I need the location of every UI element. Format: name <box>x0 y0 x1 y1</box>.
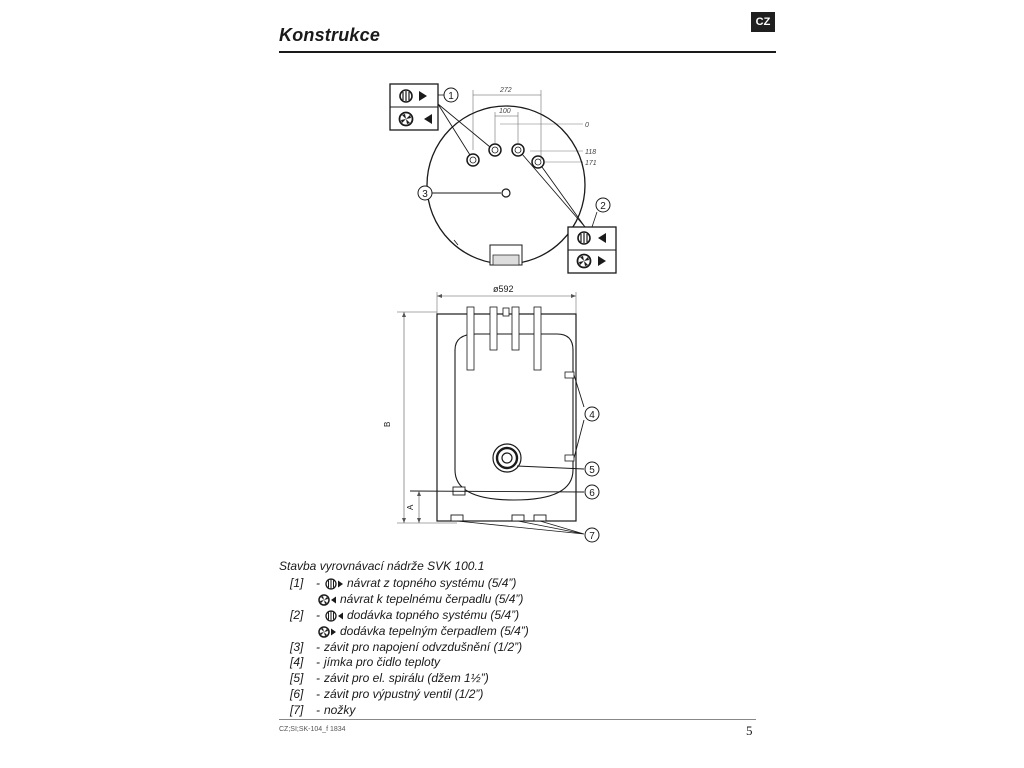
dim-100: 100 <box>499 108 511 115</box>
legend-ref: [6] <box>290 687 304 702</box>
dim-118: 118 <box>585 149 596 156</box>
symbol-box-2 <box>567 226 617 274</box>
legend-row-1: [1] - návrat z topného systému (5/4”) <box>279 576 529 592</box>
side-view: ø592 4 5 6 <box>383 284 600 543</box>
construction-drawing: 272 100 0 118 171 <box>383 83 617 543</box>
legend-text: jímka pro čidlo teploty <box>324 655 441 670</box>
legend-text: závit pro výpustný ventil (1/2”) <box>324 687 484 702</box>
legend-text: dodávka topného systému (5/4”) <box>347 607 520 622</box>
pump-right-icon <box>317 625 337 638</box>
coil-supply-left-icon <box>324 610 344 622</box>
dim-a: A <box>406 504 415 510</box>
legend-ref: [3] <box>290 639 304 654</box>
legend-row-7: [7] - nožky <box>279 703 529 719</box>
dim-b: B <box>383 422 392 427</box>
legend-row-1b: návrat k tepelnému čerpadlu (5/4”) <box>279 592 529 608</box>
legend-row-3: [3] - závit pro napojení odvzdušnění (1/… <box>279 640 529 656</box>
top-view: 272 100 0 118 171 <box>389 83 617 274</box>
nozzle-1b <box>488 143 502 157</box>
callout-7: 7 <box>589 531 595 542</box>
legend-dash: - <box>316 703 320 718</box>
legend-dash: - <box>316 575 320 590</box>
legend-text: dodávka tepelným čerpadlem (5/4”) <box>340 623 529 638</box>
legend-row-6: [6] - závit pro výpustný ventil (1/2”) <box>279 687 529 703</box>
legend-text: závit pro el. spirálu (džem 1½”) <box>324 671 489 686</box>
pump-left-icon <box>317 594 337 606</box>
legend-dash: - <box>316 639 320 654</box>
legend-ref: [2] <box>290 607 304 622</box>
legend-text: návrat k tepelnému čerpadlu (5/4”) <box>340 591 524 606</box>
nozzle-2b <box>531 155 545 169</box>
legend-row-2: [2] - dodávka topného systému (5/4”) <box>279 608 529 624</box>
legend-dash: - <box>316 671 320 686</box>
callout-4: 4 <box>589 410 595 421</box>
legend-dash: - <box>316 655 320 670</box>
legend-text: závit pro napojení odvzdušnění (1/2”) <box>324 639 523 654</box>
callout-3: 3 <box>422 189 428 200</box>
legend-row-4: [4] - jímka pro čidlo teploty <box>279 655 529 671</box>
dim-272: 272 <box>499 87 512 94</box>
vent-fitting <box>501 188 511 198</box>
dim-171: 171 <box>585 160 597 167</box>
nozzle-1a <box>466 153 480 167</box>
legend-ref: [1] <box>290 575 304 590</box>
coil-return-right-icon <box>324 578 344 590</box>
callout-6: 6 <box>589 488 595 499</box>
callout-5: 5 <box>589 465 595 476</box>
legend-row-5: [5] - závit pro el. spirálu (džem 1½”) <box>279 671 529 687</box>
callout-1: 1 <box>448 91 454 102</box>
legend-ref: [4] <box>290 655 304 670</box>
language-badge: CZ <box>751 12 775 32</box>
dim-diameter: ø592 <box>493 284 514 294</box>
legend-row-2b: dodávka tepelným čerpadlem (5/4”) <box>279 624 529 640</box>
page-number: 5 <box>746 723 753 738</box>
header-divider <box>279 51 776 53</box>
legend-text: nožky <box>324 703 356 718</box>
nozzle-2a <box>511 143 525 157</box>
legend-ref: [7] <box>290 703 304 718</box>
page-title: Konstrukce <box>279 25 381 45</box>
legend-dash: - <box>316 687 320 702</box>
symbol-box-1 <box>389 83 439 131</box>
callout-2: 2 <box>600 201 606 212</box>
legend-ref: [5] <box>290 671 304 686</box>
figure-caption: Stavba vyrovnávací nádrže SVK 100.1 <box>279 559 485 573</box>
legend-dash: - <box>316 607 320 622</box>
legend-text: návrat z topného systému (5/4”) <box>347 575 517 590</box>
legend: Stavba vyrovnávací nádrže SVK 100.1 [1] … <box>279 559 529 719</box>
footer-divider <box>279 719 756 720</box>
document-code: CZ;SI;SK-104_f 1834 <box>279 726 346 733</box>
dim-0: 0 <box>585 122 589 129</box>
